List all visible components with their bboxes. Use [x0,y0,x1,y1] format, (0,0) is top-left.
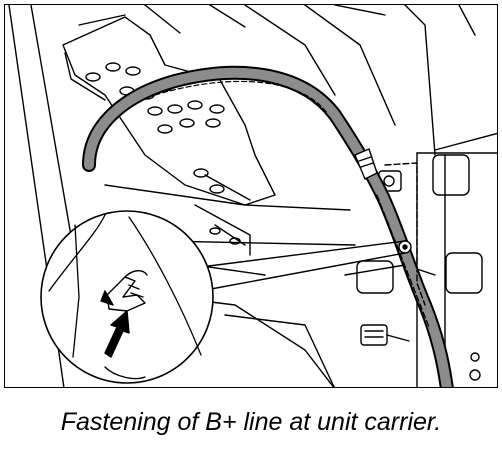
detail-magnifier-circle [40,210,214,384]
mounting-area-dashed-outline [384,162,426,306]
unit-carrier [62,14,276,256]
fastening-clip [354,148,412,254]
panel-slot-lower [356,260,394,294]
panel-bolt [469,369,481,381]
arrow-icon [104,310,130,358]
right-side-panel [356,132,497,387]
figure-caption: Fastening of B+ line at unit carrier. [60,408,442,436]
panel-bolt [383,175,395,187]
lower-connector [360,324,410,346]
panel-slot-middle [445,252,483,294]
technical-illustration [4,4,498,388]
magnified-clip [100,270,148,312]
callout-leader-lines [200,240,406,290]
panel-bolt [470,352,480,362]
panel-slot-top [432,154,470,196]
unit-carrier-drawing [8,5,497,387]
